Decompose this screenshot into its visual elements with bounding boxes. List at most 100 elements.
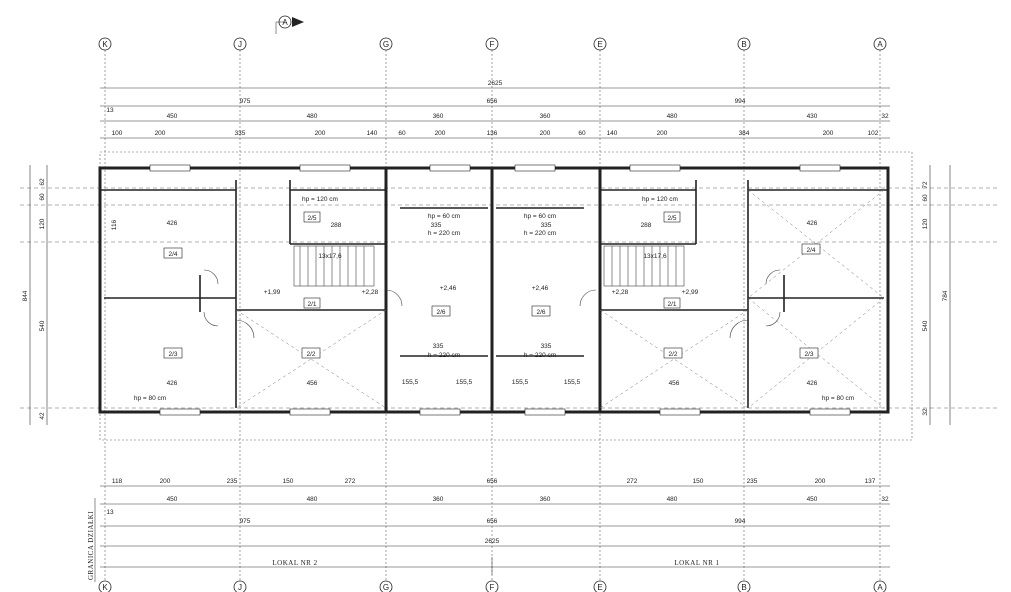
note-level-5: +2,28 [612,289,629,296]
label-granica-dzialki: GRANICA DZIAŁKI [87,511,95,580]
note-hp120-left: hp = 120 cm [302,196,338,203]
dim-bot-450b: 450 [807,496,818,503]
dimension-chain-left: 62 60 120 844 540 116 42 [22,165,118,425]
note-288-b: 288 [641,222,652,229]
dim-bot-235b: 235 [747,478,758,485]
note-335-a: 335 [431,222,442,229]
dim-top-200d: 200 [540,130,551,137]
note-456-b: 456 [669,380,680,387]
dim-left-540: 540 [39,320,46,331]
dim-top-140a: 140 [367,130,378,137]
dim-top-430: 430 [807,113,818,120]
room-tag-2-5-left: 2/5 [307,215,316,222]
note-level-6: +2,99 [682,289,699,296]
dim-bot-150b: 150 [693,478,704,485]
building-walls [98,166,890,414]
dim-top-total: 2625 [488,80,503,87]
note-1555-c: 155,5 [512,379,529,386]
dim-bot-32: 32 [881,496,889,503]
dim-left-120: 120 [39,218,46,229]
room-tag-2-3-left: 2/3 [168,351,177,358]
dim-top-994: 994 [735,98,746,105]
axis-label-bottom-k: K [102,583,108,592]
note-level-2: +2,46 [532,285,549,292]
room-tag-2-4-left: 2/4 [168,251,177,258]
dim-top-136: 136 [487,130,498,137]
dim-bot-480b: 480 [667,496,678,503]
door-swings [203,269,781,339]
dim-top-200c: 200 [435,130,446,137]
dim-right-540: 540 [922,320,929,331]
note-hp60-right: hp = 60 cm [524,213,556,220]
note-hp80-left: hp = 80 cm [134,395,166,402]
dim-left-62: 62 [39,178,46,186]
axis-label-top-e: E [597,40,602,49]
axis-label-top-g: G [383,40,389,49]
dim-bot-975: 975 [240,518,251,525]
note-426-a: 426 [167,220,178,227]
room-tag-2-1-right: 2/1 [667,301,676,308]
dim-bot-total: 2625 [485,538,500,545]
note-level-3: +1,99 [264,289,281,296]
axis-label-bottom-e: E [597,583,602,592]
note-h220-d: h = 220 cm [524,352,556,359]
dim-top-102: 102 [868,130,879,137]
dim-bot-200a: 200 [160,478,171,485]
dim-top-200f: 200 [823,130,834,137]
note-1555-b: 155,5 [456,379,473,386]
note-h220-b: h = 220 cm [524,230,556,237]
note-335-c: 335 [433,343,444,350]
axis-markers-bottom: K J G F E B A [98,580,887,592]
dim-top-384: 384 [739,130,750,137]
note-stair-left: 13x17,6 [318,253,342,260]
windows [149,164,851,416]
dim-bot-360b: 360 [540,496,551,503]
label-lokal-nr-1: LOKAL NR 1 [674,559,719,567]
dim-right-120: 120 [922,218,929,229]
dim-top-60b: 60 [578,130,586,137]
note-426-d: 426 [807,380,818,387]
dim-bot-480a: 480 [307,496,318,503]
plan-annotations: hp = 120 cm hp = 120 cm hp = 60 cm hp = … [134,196,854,402]
plan-labels: GRANICA DZIAŁKI LOKAL NR 2 LOKAL NR 1 [87,498,719,582]
note-level-1: +2,46 [440,285,457,292]
axis-label-top-b: B [741,40,746,49]
room-tag-2-5-right: 2/5 [667,215,676,222]
dim-top-200a: 200 [155,130,166,137]
axis-label-bottom-a: A [877,583,883,592]
note-1555-d: 155,5 [564,379,581,386]
dim-left-60: 60 [39,193,46,201]
roof-outline [99,151,913,441]
dim-bot-137: 137 [865,478,876,485]
axis-label-bottom-j: J [238,583,242,592]
dim-bot-200b: 200 [815,478,826,485]
dim-bot-118: 118 [112,478,123,485]
dim-right-72: 72 [922,181,929,189]
stairs-right [603,245,685,287]
note-426-c: 426 [807,220,818,227]
dim-bot-656: 656 [487,478,498,485]
dimension-chain-right: 72 60 120 784 540 32 [922,165,951,425]
dim-left-42: 42 [39,412,46,420]
note-335-b: 335 [541,222,552,229]
note-h220-a: h = 220 cm [428,230,460,237]
dim-bot-656b: 656 [487,518,498,525]
note-335-d: 335 [541,343,552,350]
room-tag-2-6-right: 2/6 [536,309,545,316]
dim-bot-150a: 150 [283,478,294,485]
north-arrow-label: A [282,18,288,27]
dim-top-60a: 60 [398,130,406,137]
room-tag-2-2-right: 2/2 [668,351,677,358]
axis-label-top-f: F [490,40,495,49]
dim-bot-13: 13 [106,509,114,516]
axis-label-top-k: K [102,40,108,49]
axis-label-bottom-g: G [383,583,389,592]
note-456-a: 456 [307,380,318,387]
dim-bot-450a: 450 [167,496,178,503]
note-h220-c: h = 220 cm [428,352,460,359]
north-arrow: A [275,15,304,34]
axis-label-bottom-b: B [741,583,746,592]
dim-bot-360a: 360 [433,496,444,503]
stairs-left [293,245,375,287]
room-tags: 2/4 2/3 2/2 2/1 2/5 2/6 2/6 2/5 2/1 2/2 … [163,211,821,359]
